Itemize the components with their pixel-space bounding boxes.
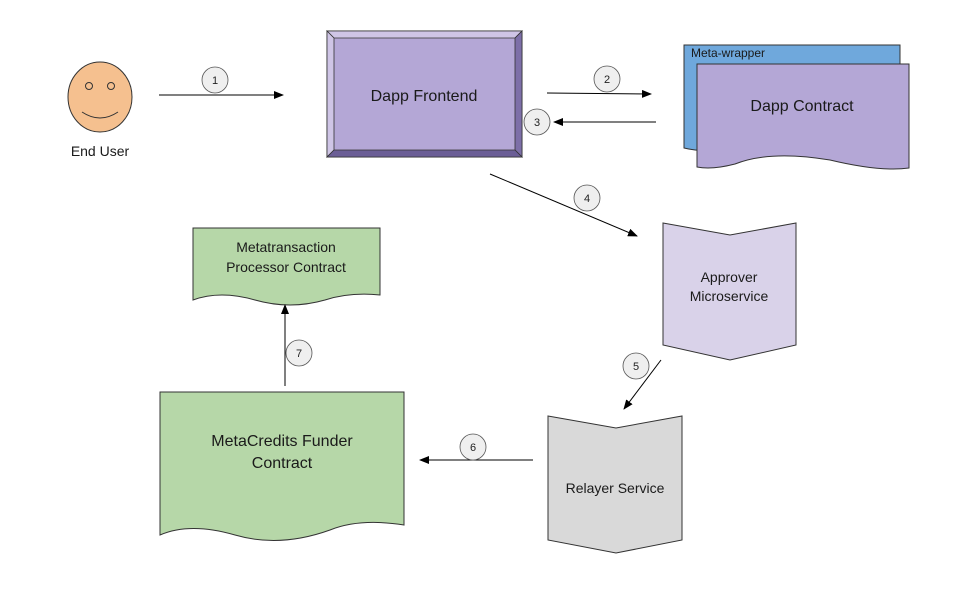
dapp-contract-group: Meta-wrapper Dapp Contract	[683, 44, 910, 170]
step-badge-4: 4	[573, 184, 601, 212]
right-eye-icon	[107, 82, 115, 90]
svg-text:6: 6	[470, 442, 476, 454]
processor-label-line1: Metatransaction	[236, 239, 336, 255]
approver-shape	[662, 222, 797, 361]
processor-node: Metatransaction Processor Contract	[192, 227, 381, 306]
flow-arrows	[159, 89, 662, 464]
funder-label-line2: Contract	[252, 455, 313, 472]
svg-text:3: 3	[534, 117, 540, 129]
smile-icon	[81, 111, 119, 119]
processor-shape	[192, 227, 381, 306]
dapp-frontend-label: Dapp Frontend	[371, 88, 478, 105]
relayer-shape	[547, 415, 683, 554]
end-user-label: End User	[71, 143, 130, 159]
approver-label-line2: Microservice	[690, 288, 769, 304]
step-badge-6: 6	[459, 433, 487, 461]
arrow-step-2	[546, 89, 652, 98]
funder-label-line1: MetaCredits Funder	[211, 433, 353, 450]
step-badge-2: 2	[593, 65, 621, 93]
arrow-step-5	[623, 359, 662, 410]
funder-shape	[159, 391, 405, 541]
left-eye-icon	[85, 82, 93, 90]
svg-text:7: 7	[296, 348, 302, 360]
svg-text:2: 2	[604, 74, 610, 86]
dapp-contract-label: Dapp Contract	[750, 98, 854, 115]
meta-wrapper-label: Meta-wrapper	[691, 46, 765, 60]
step-badge-3: 3	[523, 108, 551, 136]
arrow-step-4	[489, 173, 638, 237]
step-badge-5: 5	[622, 352, 650, 380]
relayer-node: Relayer Service	[547, 415, 683, 554]
approver-label-line1: Approver	[701, 269, 758, 285]
svg-text:5: 5	[633, 361, 639, 373]
funder-node: MetaCredits Funder Contract	[159, 391, 405, 541]
processor-label-line2: Processor Contract	[226, 259, 346, 275]
step-badge-1: 1	[201, 66, 229, 94]
approver-node: Approver Microservice	[662, 222, 797, 361]
svg-text:1: 1	[212, 75, 218, 87]
svg-text:4: 4	[584, 193, 590, 205]
step-badges: 1 2 3 4 5 6 7	[201, 65, 650, 461]
smiley-face-icon	[67, 61, 133, 133]
dapp-frontend-node: Dapp Frontend	[326, 30, 523, 158]
end-user-node: End User	[67, 61, 133, 159]
dapp-contract-shape	[696, 63, 910, 170]
step-badge-7: 7	[285, 339, 313, 367]
relayer-label: Relayer Service	[566, 480, 665, 496]
